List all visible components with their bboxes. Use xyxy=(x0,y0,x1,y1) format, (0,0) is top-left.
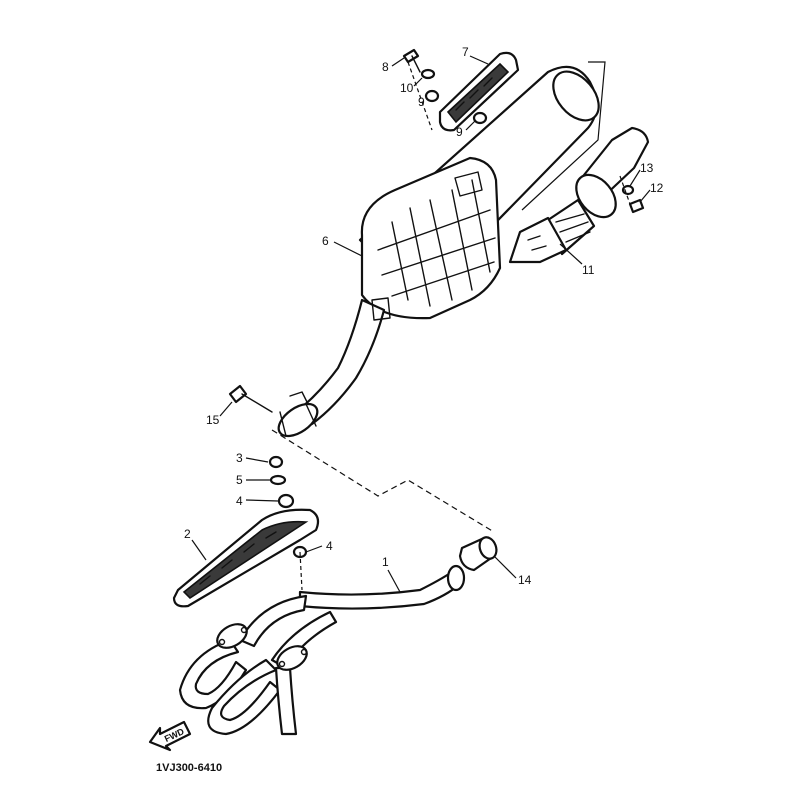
callout-11: 11 xyxy=(582,263,595,277)
muffler-protector xyxy=(438,51,520,132)
callout-9a: 9 xyxy=(418,95,425,109)
exhaust-pipe xyxy=(178,564,466,736)
callout-4b: 4 xyxy=(326,539,333,553)
assembly-guides xyxy=(271,61,631,591)
callout-14: 14 xyxy=(518,573,532,587)
callout-6: 6 xyxy=(322,234,329,248)
tail-pipe xyxy=(508,126,650,264)
callout-3: 3 xyxy=(236,451,243,465)
callout-12: 12 xyxy=(650,181,664,195)
callout-7: 7 xyxy=(462,45,469,59)
muffler xyxy=(277,61,606,438)
callout-13: 13 xyxy=(640,161,654,175)
callout-8: 8 xyxy=(382,60,389,74)
callout-4a: 4 xyxy=(236,494,243,508)
diagram-code: 1VJ300-6410 xyxy=(156,762,222,774)
gasket xyxy=(458,536,498,572)
callout-10: 10 xyxy=(400,81,414,95)
leader-lines xyxy=(191,55,651,593)
callout-2: 2 xyxy=(184,527,191,541)
callouts: 1 2 3 4 4 5 6 7 8 9 9 10 11 12 13 14 15 xyxy=(184,45,664,587)
callout-1: 1 xyxy=(382,555,389,569)
fasteners xyxy=(228,48,645,559)
pipe-protector xyxy=(172,508,320,608)
fwd-arrow: FWD xyxy=(148,720,192,752)
callout-9b: 9 xyxy=(456,125,463,139)
callout-15: 15 xyxy=(206,413,220,427)
callout-5: 5 xyxy=(236,473,243,487)
